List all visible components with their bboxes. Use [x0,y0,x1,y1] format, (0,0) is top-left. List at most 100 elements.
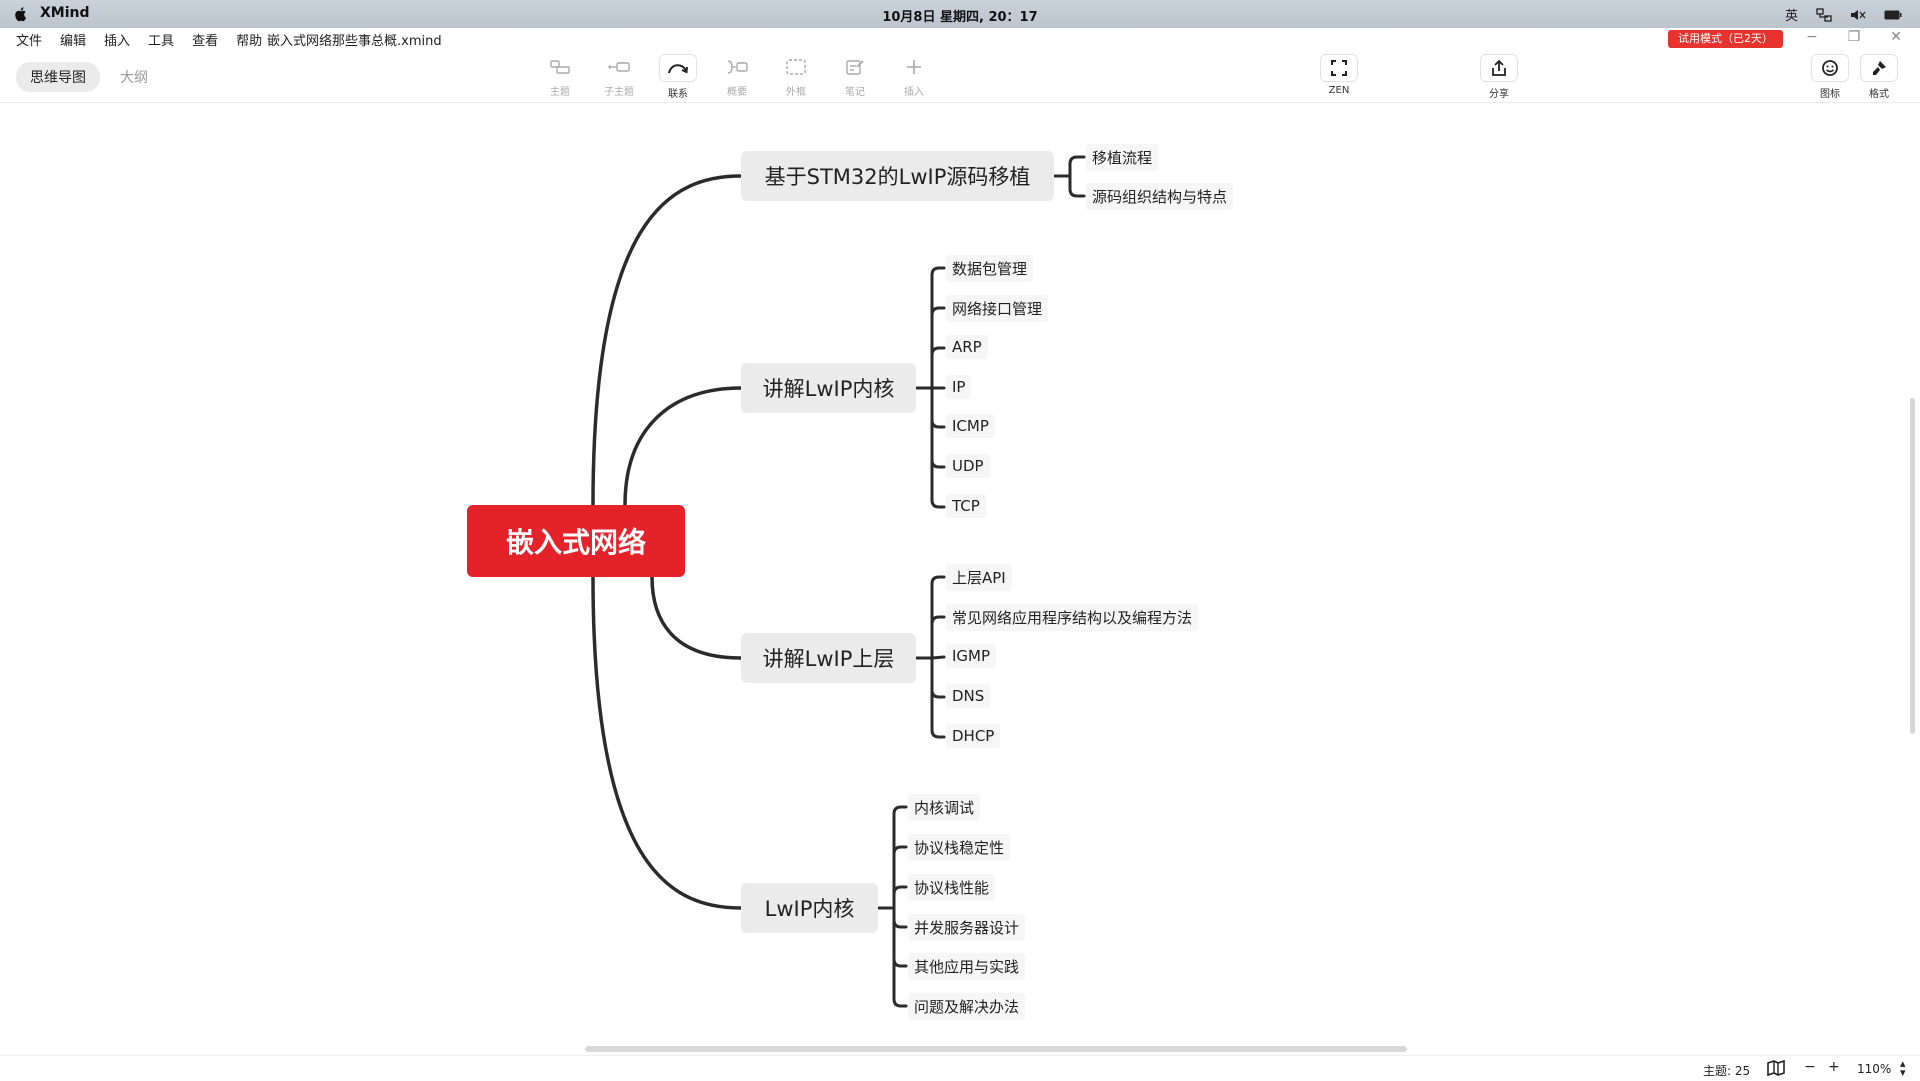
subtopic-connector-4-3 [892,885,908,910]
subtopic-icon [608,62,630,72]
map-overview-icon[interactable] [1766,1060,1786,1076]
topic-button-frame [542,54,578,80]
subtopic-2-3[interactable]: ARP [946,335,988,359]
menu-edit[interactable]: 编辑 [60,34,87,49]
note-button[interactable]: 笔记 [830,54,880,98]
boundary-button-frame [778,54,814,80]
subtopic-4-2[interactable]: 协议栈稳定性 [908,834,1011,861]
share-button[interactable]: 分享 [1474,54,1524,100]
subtopic-button[interactable]: 子主题 [594,54,644,98]
main-topic-2[interactable]: 讲解LwIP内核 [741,363,916,413]
volume-muted-icon[interactable] [1850,8,1866,22]
view-tabs: 思维导图 大纲 [16,62,162,92]
network-icon[interactable] [1816,7,1832,22]
subtopic-connector-2-3 [930,346,946,390]
subtopic-2-7[interactable]: TCP [946,494,986,518]
share-button-frame [1480,54,1518,82]
document-filename: 嵌入式网络那些事总概.xmind [267,34,442,49]
subtopic-2-4[interactable]: IP [946,375,972,399]
boundary-button[interactable]: 外框 [771,54,821,98]
topic-count: 主题: 25 [1703,1064,1751,1078]
system-top-bar: XMind 10月8日 星期四, 20：17 英 [0,0,1920,28]
apple-logo-icon[interactable] [12,5,30,23]
menu-insert[interactable]: 插入 [104,34,131,49]
subtopic-connector-3-1 [930,575,946,660]
main-topic-3[interactable]: 讲解LwIP上层 [741,633,916,683]
close-window-button[interactable]: ✕ [1890,29,1902,45]
topic-icon [550,60,570,74]
subtopic-2-5[interactable]: ICMP [946,414,995,438]
insert-button-label: 插入 [904,87,924,98]
subtopic-2-2[interactable]: 网络接口管理 [946,295,1049,322]
subtopic-connector-4-6 [892,906,908,1008]
vertical-scrollbar[interactable] [1910,398,1915,734]
horizontal-scrollbar[interactable] [585,1046,1407,1052]
tab-mindmap[interactable]: 思维导图 [16,62,100,92]
subtopic-button-label: 子主题 [604,87,634,98]
main-topic-1[interactable]: 基于STM32的LwIP源码移植 [741,151,1054,201]
menu-view[interactable]: 查看 [192,34,219,49]
zen-button-frame [1320,54,1358,82]
subtopic-3-1[interactable]: 上层API [946,564,1012,591]
subtopic-3-4[interactable]: DNS [946,684,991,708]
system-tray: 英 [1785,5,1902,24]
menu-list: 文件 编辑 插入 工具 查看 帮助 [16,30,262,49]
connector-lines [591,155,1086,1008]
app-name[interactable]: XMind [40,5,90,21]
restore-button[interactable]: ❐ [1847,29,1861,45]
insert-button-frame [896,54,932,80]
subtopic-3-5[interactable]: DHCP [946,724,1001,748]
topic-button[interactable]: 主题 [535,54,585,98]
icons-panel-button[interactable]: 图标 [1805,54,1855,100]
subtopic-4-4[interactable]: 并发服务器设计 [908,914,1026,941]
branch-connector-3 [650,575,743,660]
subtopic-4-5[interactable]: 其他应用与实践 [908,953,1026,980]
branch-connector-2 [623,386,743,507]
summary-icon [727,60,748,74]
zoom-stepper-icon[interactable]: ▴▾ [1900,1057,1906,1079]
subtopic-3-3[interactable]: IGMP [946,644,997,668]
subtopic-button-frame [601,54,637,80]
battery-icon[interactable] [1884,9,1902,21]
minimize-button[interactable]: − [1805,29,1818,45]
zoom-out-button[interactable]: − [1804,1059,1816,1075]
zoom-in-button[interactable]: + [1828,1059,1840,1075]
main-topic-4[interactable]: LwIP内核 [741,883,878,933]
subtopic-connector-4-4 [892,906,908,929]
zoom-level[interactable]: 110% [1857,1062,1892,1076]
trial-mode-badge[interactable]: 试用模式（已2天） [1668,30,1783,48]
subtopic-connector-4-5 [892,906,908,968]
subtopic-connector-2-2 [930,306,946,390]
icons-panel-button-frame [1811,54,1849,82]
boundary-icon [786,59,806,75]
subtopic-3-2[interactable]: 常见网络应用程序结构以及编程方法 [946,604,1199,631]
subtopic-1-1[interactable]: 移植流程 [1086,144,1159,171]
menu-tools[interactable]: 工具 [148,34,175,49]
central-topic[interactable]: 嵌入式网络 [467,505,685,577]
subtopic-connector-1-2 [1068,174,1086,198]
subtopic-4-1[interactable]: 内核调试 [908,794,981,821]
zen-button[interactable]: ZEN [1314,54,1364,96]
format-panel-button[interactable]: 格式 [1854,54,1904,100]
subtopic-connector-4-2 [892,845,908,910]
subtopic-2-6[interactable]: UDP [946,454,990,478]
subtopic-connector-4-1 [892,805,908,910]
menu-help[interactable]: 帮助 [236,34,263,49]
subtopic-4-6[interactable]: 问题及解决办法 [908,993,1026,1020]
subtopic-4-3[interactable]: 协议栈性能 [908,874,996,901]
insert-icon [907,60,921,74]
relationship-button[interactable]: 联系 [653,54,703,100]
menu-file[interactable]: 文件 [16,34,43,49]
note-button-label: 笔记 [845,87,865,98]
branch-connector-4 [591,575,743,910]
mindmap-canvas[interactable]: 嵌入式网络 基于STM32的LwIP源码移植 移植流程 源码组织结构与特点 讲解… [0,103,1920,1053]
share-button-label: 分享 [1489,89,1509,100]
input-method-indicator[interactable]: 英 [1784,9,1798,24]
format-panel-button-label: 格式 [1869,89,1889,100]
summary-button[interactable]: 概要 [712,54,762,98]
tab-outline[interactable]: 大纲 [120,70,148,86]
insert-button[interactable]: 插入 [889,54,939,98]
subtopic-1-2[interactable]: 源码组织结构与特点 [1086,183,1234,210]
note-icon [846,60,864,75]
subtopic-2-1[interactable]: 数据包管理 [946,255,1034,282]
